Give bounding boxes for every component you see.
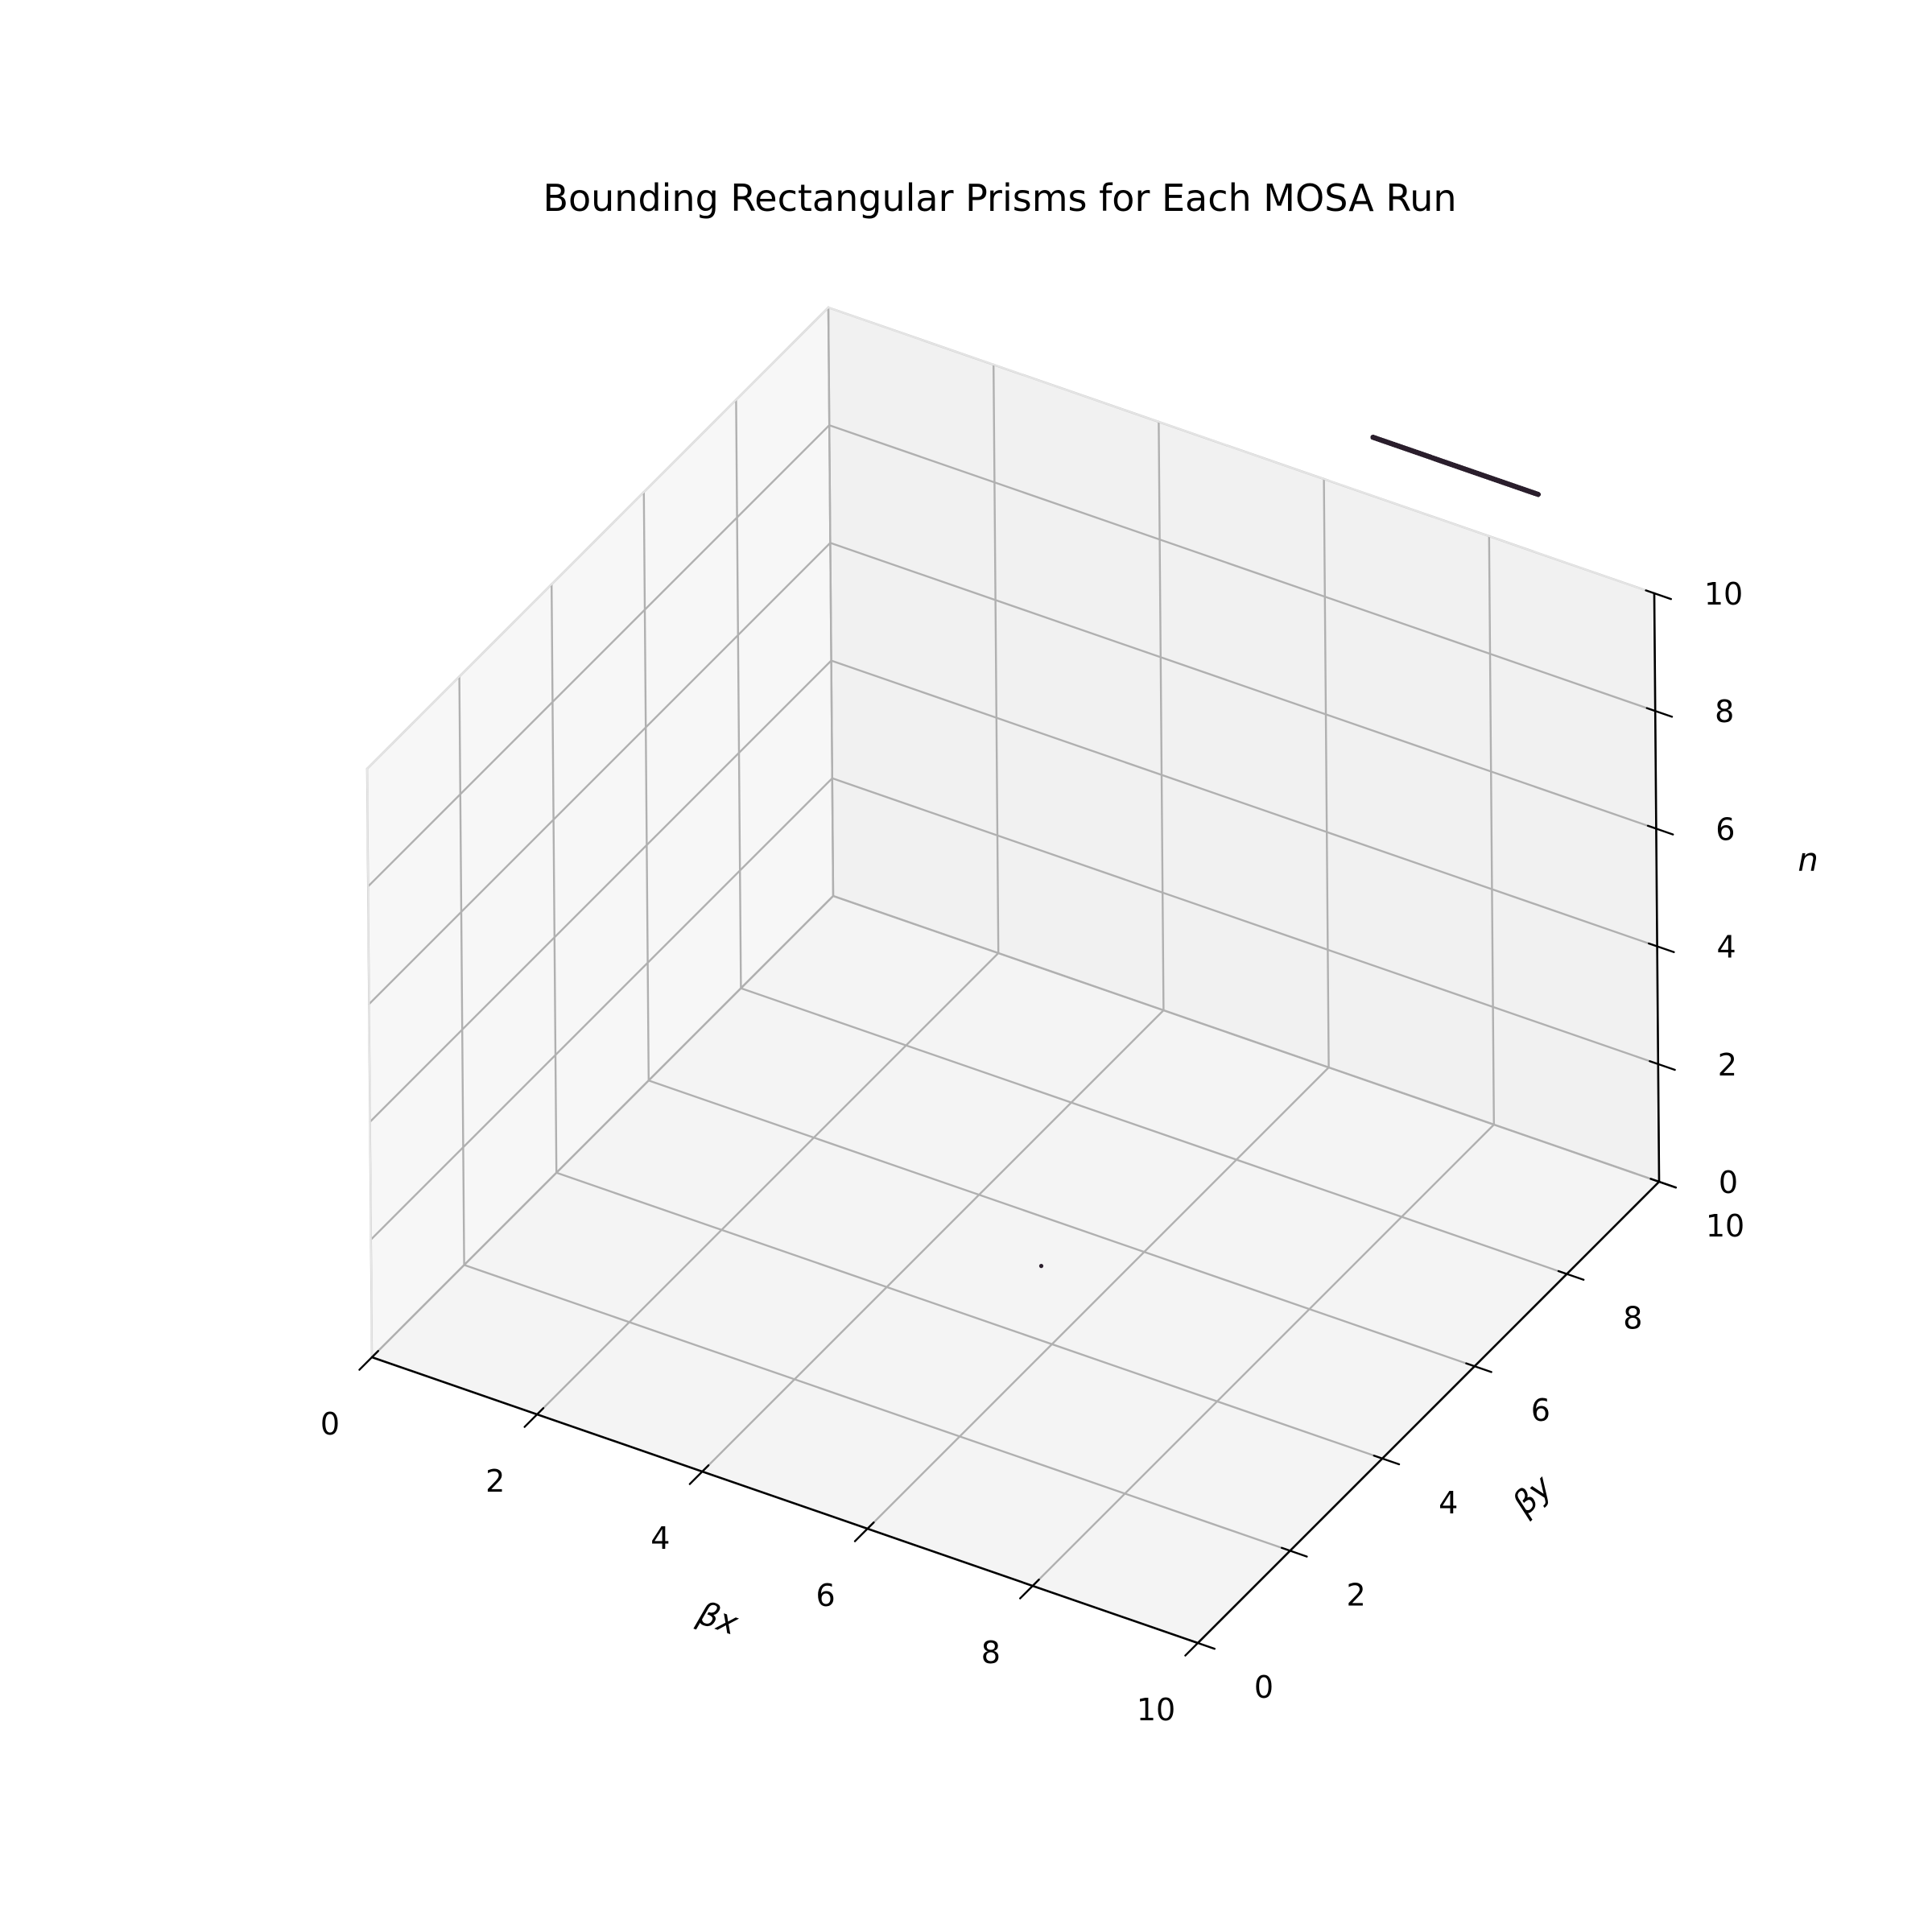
axis-panes <box>366 306 1660 1644</box>
z-axis-line <box>1653 592 1661 1183</box>
z-axis-label: n <box>1798 842 1818 879</box>
z-tick <box>1645 707 1674 718</box>
y-tick <box>1281 1546 1308 1558</box>
grid-y-floor <box>647 1079 1476 1368</box>
pane-edge <box>366 768 373 1358</box>
x-tick <box>853 1521 875 1542</box>
x-tick-label: 8 <box>981 1635 1001 1670</box>
z-tick <box>1648 942 1675 953</box>
grid-z-left <box>369 659 832 1123</box>
grid-x-back <box>1488 535 1496 1126</box>
grid-x-floor <box>536 952 1000 1416</box>
z-tick-label: 2 <box>1718 1047 1737 1083</box>
grid-y-left <box>735 398 742 989</box>
z-tick-label: 0 <box>1719 1165 1738 1200</box>
x-tick-label: 10 <box>1137 1692 1175 1728</box>
y-tick-label: 0 <box>1254 1670 1274 1705</box>
z-tick <box>1645 589 1672 601</box>
grid-z-back <box>831 777 1660 1066</box>
z-tick-label: 4 <box>1717 930 1736 965</box>
pane-edge <box>366 307 829 770</box>
axis-lines <box>358 589 1677 1657</box>
z-tick <box>1649 1178 1677 1189</box>
x-tick <box>1019 1579 1040 1600</box>
grid-y-floor <box>740 987 1568 1275</box>
x-tick <box>358 1350 379 1371</box>
y-tick-label: 4 <box>1439 1485 1458 1521</box>
x-tick-label: 0 <box>320 1406 340 1442</box>
grid-z-back <box>830 659 1658 947</box>
x-tick-label: 6 <box>816 1578 836 1613</box>
grid-x-floor <box>701 1009 1165 1473</box>
chart-title: Bounding Rectangular Prisms for Each MOS… <box>543 176 1456 220</box>
y-tick-label: 8 <box>1623 1301 1642 1336</box>
pane-edge <box>828 307 1655 594</box>
prism-edge <box>1370 435 1541 497</box>
z-tick <box>1646 824 1674 836</box>
grid-y-left <box>551 583 558 1174</box>
grid-y-floor <box>555 1171 1384 1460</box>
grid-z-left <box>368 542 832 1005</box>
grid-x-floor <box>1031 1123 1496 1587</box>
prism-mark <box>1038 1264 1044 1269</box>
grid-x-back <box>992 363 1000 955</box>
y-tick <box>1557 1269 1585 1281</box>
x-tick <box>688 1464 710 1485</box>
y-tick-label: 2 <box>1347 1577 1366 1612</box>
grid-z-back <box>829 542 1657 830</box>
grid-z-left <box>369 777 834 1241</box>
grid-z-back <box>828 424 1657 712</box>
z-tick-label: 6 <box>1715 811 1735 847</box>
y-tick <box>1188 1639 1216 1650</box>
x-axis-label: βx <box>692 1595 743 1643</box>
grid-y-floor <box>463 1264 1291 1552</box>
y-tick-label: 10 <box>1706 1208 1744 1244</box>
y-tick-label: 6 <box>1531 1393 1550 1428</box>
y-tick <box>1465 1362 1492 1373</box>
z-tick-label: 10 <box>1704 576 1743 612</box>
grid-y-left <box>458 675 465 1266</box>
grid-y-left <box>642 491 650 1082</box>
grid-y-left <box>827 306 835 898</box>
x-tick <box>523 1407 545 1428</box>
grid-z-back <box>832 894 1661 1183</box>
grid-z-left <box>367 424 831 888</box>
z-tick <box>1649 1060 1676 1071</box>
y-axis-label: βy <box>1505 1468 1561 1523</box>
x-axis-line <box>370 1356 1199 1645</box>
grid-x-back <box>1323 477 1330 1069</box>
grid-z-left <box>370 894 835 1359</box>
x-tick-label: 4 <box>650 1521 670 1556</box>
y-axis-line <box>1196 1180 1661 1645</box>
grid-x-floor <box>866 1066 1330 1530</box>
x-tick-label: 2 <box>485 1463 505 1499</box>
grid-x-back <box>1158 420 1165 1012</box>
x-tick <box>1184 1636 1205 1657</box>
y-tick <box>1373 1455 1401 1466</box>
data-marks <box>1038 435 1541 1269</box>
z-tick-label: 8 <box>1715 694 1734 729</box>
